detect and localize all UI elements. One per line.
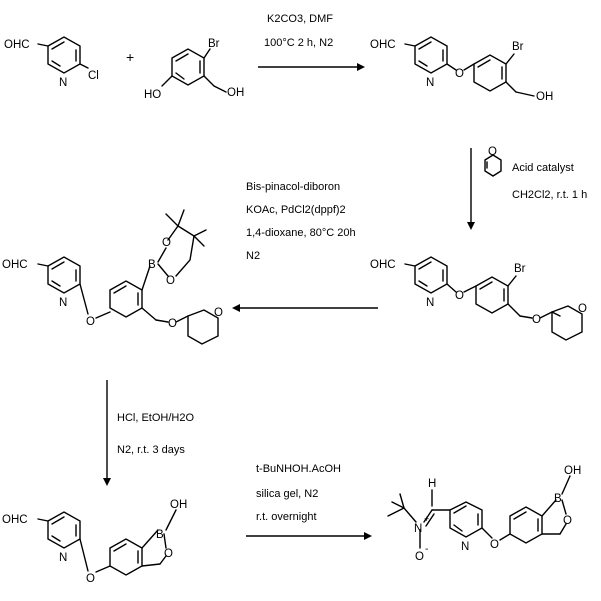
- product5-h-label: H: [428, 478, 436, 490]
- product4-ether-o-label: O: [86, 573, 95, 585]
- product2-structure: OHC N O Br O O: [370, 257, 587, 340]
- step3-condition-1: Bis-pinacol-diboron: [246, 181, 340, 193]
- product5-minus-charge: -: [425, 544, 428, 555]
- product3-ether-o-label: O: [86, 316, 95, 328]
- reactant-chloropyridine: OHC N Cl: [4, 37, 99, 89]
- product2-acetal-o-label: O: [532, 314, 541, 326]
- product5-structure: H N + O - N O B OH O: [388, 465, 581, 563]
- product4-oh-label: OH: [170, 499, 187, 511]
- product2-ether-o-label: O: [455, 290, 464, 302]
- step1-arrow: [258, 63, 365, 71]
- dhp-o-label: O: [488, 146, 497, 158]
- step5-condition-2: silica gel, N2: [256, 488, 318, 500]
- product2-cho-label: OHC: [370, 259, 396, 271]
- product5-boron-label: B: [554, 493, 562, 505]
- step5-condition-3: r.t. overnight: [256, 511, 317, 523]
- product4-n-label: N: [59, 552, 67, 564]
- product3-n-label: N: [59, 297, 67, 309]
- product3-acetal-o-label: O: [168, 318, 177, 330]
- step1-condition-2: 100°C 2 h, N2: [264, 37, 333, 49]
- product1-br-label: Br: [512, 41, 524, 53]
- product5-pyridine-n-label: N: [461, 541, 469, 553]
- step4-condition-2: N2, r.t. 3 days: [117, 444, 185, 456]
- step2-condition-2: CH2Cl2, r.t. 1 h: [512, 189, 587, 201]
- product5-ring-o-label: O: [563, 515, 572, 527]
- bromo-label: Br: [208, 38, 220, 50]
- pyridine-n-label: N: [59, 77, 67, 89]
- product2-br-label: Br: [514, 263, 526, 275]
- product2-thp-o-label: O: [578, 303, 587, 315]
- product1-oh-label: OH: [536, 91, 553, 103]
- reactant-bromophenol: Br HO OH: [144, 38, 244, 101]
- product3-thp-o-label: O: [214, 307, 223, 319]
- step3-condition-3: 1,4-dioxane, 80°C 20h: [246, 227, 356, 239]
- step4-arrow: [103, 380, 111, 486]
- product3-pinacol-o2-label: O: [166, 275, 175, 287]
- step3-arrow: [232, 304, 378, 312]
- dihydropyran-reagent: O: [485, 146, 501, 176]
- hydroxy-label: HO: [144, 89, 161, 101]
- step5-condition-1: t-BuNHOH.AcOH: [256, 463, 341, 475]
- product5-plus-charge: +: [424, 514, 429, 524]
- product5-ether-o-label: O: [490, 539, 499, 551]
- step5-arrow: [246, 532, 372, 540]
- product5-oxide-o-label: O: [415, 551, 424, 563]
- product5-nitrone-n-label: N: [414, 523, 422, 535]
- step3-condition-2: KOAc, PdCl2(dppf)2: [246, 204, 346, 216]
- step3-condition-4: N2: [246, 250, 260, 262]
- product4-cho-label: OHC: [2, 514, 28, 526]
- product1-structure: OHC N O Br OH: [370, 37, 553, 103]
- step2-arrow: [467, 148, 475, 230]
- product4-ring-o-label: O: [164, 548, 173, 560]
- alcohol-label: OH: [227, 87, 244, 99]
- product3-pinacol-o1-label: O: [162, 237, 171, 249]
- chloro-label: Cl: [88, 70, 99, 82]
- product5-oh-label: OH: [564, 465, 581, 477]
- product1-cho-label: OHC: [370, 39, 396, 51]
- product4-boron-label: B: [156, 529, 164, 541]
- step4-condition-1: HCl, EtOH/H2O: [117, 412, 194, 424]
- plus-sign: +: [126, 49, 134, 65]
- step2-condition-1: Acid catalyst: [512, 162, 574, 174]
- product3-boron-label: B: [148, 259, 156, 271]
- step1-condition-1: K2CO3, DMF: [267, 13, 333, 25]
- cho-label: OHC: [4, 39, 30, 51]
- product1-ether-o-label: O: [455, 68, 464, 80]
- product3-cho-label: OHC: [2, 259, 28, 271]
- product2-n-label: N: [426, 297, 434, 309]
- product3-structure: OHC N O B O O O O: [2, 210, 223, 344]
- product4-structure: OHC N O B OH O: [2, 499, 187, 585]
- product1-n-label: N: [426, 77, 434, 89]
